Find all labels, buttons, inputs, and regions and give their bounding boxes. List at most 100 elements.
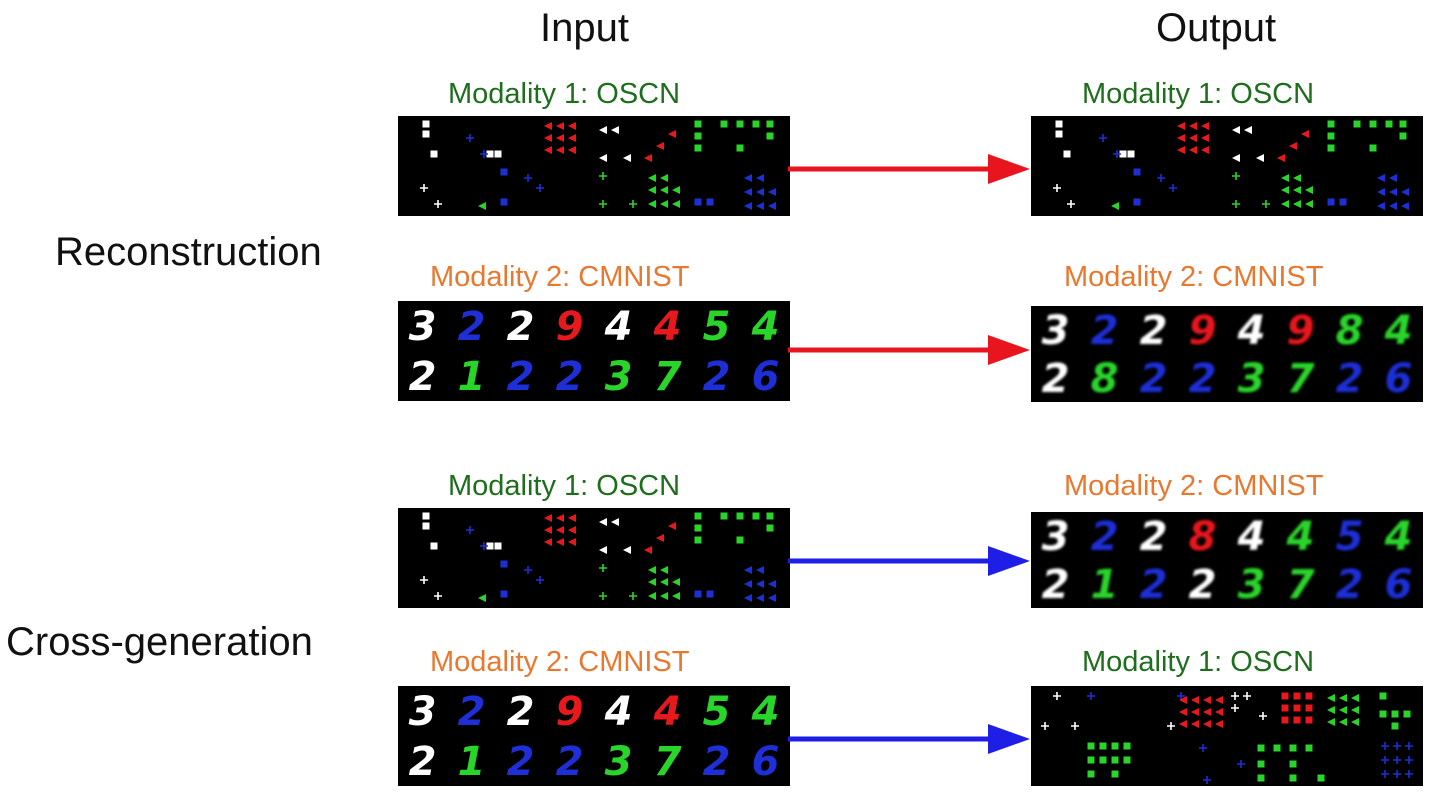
oscn-shape: [694, 524, 702, 532]
oscn-shape: [568, 122, 576, 130]
oscn-shape: [1381, 742, 1389, 750]
oscn-shape: [430, 542, 438, 550]
oscn-shape: [544, 146, 552, 154]
digit-glyph: 2: [1336, 562, 1364, 608]
digit-glyph: 2: [556, 354, 584, 400]
oscn-shape: [1293, 716, 1301, 724]
oscn-shape: [1305, 200, 1313, 208]
oscn-shape: [672, 186, 680, 194]
oscn-shape: [1243, 692, 1251, 700]
oscn-shape: [599, 564, 607, 572]
digit-glyph: 3: [605, 354, 633, 400]
digit-glyph: 4: [1384, 308, 1413, 354]
oscn-shape: [1327, 120, 1335, 128]
oscn-shape: [1087, 692, 1095, 700]
oscn-shape: [544, 122, 552, 130]
oscn-shape: [524, 566, 532, 574]
oscn-shape: [599, 546, 607, 554]
oscn-shape: [1201, 146, 1209, 154]
digit-glyph: 3: [1238, 562, 1266, 608]
digit-glyph: 2: [409, 354, 437, 400]
oscn-shape: [599, 172, 607, 180]
oscn-shape: [1133, 168, 1141, 176]
oscn-shape: [1123, 756, 1131, 764]
digit-glyph: 2: [1140, 514, 1168, 560]
oscn-shape: [1379, 692, 1387, 700]
oscn-shape: [1189, 146, 1197, 154]
oscn-shape: [1305, 744, 1313, 752]
digit-glyph: 2: [458, 304, 486, 350]
digit-glyph: 2: [458, 689, 486, 735]
oscn-shape: [1293, 692, 1301, 700]
oscn-shape: [1063, 150, 1071, 158]
oscn-shape: [1123, 742, 1131, 750]
oscn-input-image-cross: [398, 508, 790, 608]
oscn-shape: [568, 146, 576, 154]
oscn-shape: [1327, 694, 1335, 702]
oscn-shape: [1401, 202, 1409, 210]
oscn-shape: [1203, 708, 1211, 716]
oscn-shape: [744, 174, 752, 182]
oscn-shape: [660, 592, 668, 600]
reconstruction-arrow-2: [788, 335, 1030, 365]
digit-glyph: 2: [703, 354, 731, 400]
oscn-shape: [744, 188, 752, 196]
digit-glyph: 9: [556, 689, 584, 735]
oscn-shape: [766, 524, 774, 532]
digit-glyph: 2: [1091, 514, 1119, 560]
oscn-shape: [720, 120, 728, 128]
oscn-shape: [1099, 742, 1107, 750]
oscn-shape: [1405, 770, 1413, 778]
digit-glyph: 2: [507, 304, 535, 350]
oscn-shape: [736, 144, 744, 152]
digit-glyph: 3: [409, 304, 437, 350]
oscn-shape: [656, 534, 664, 542]
oscn-shape: [1289, 142, 1297, 150]
oscn-shape: [599, 154, 607, 162]
oscn-shape: [1405, 756, 1413, 764]
oscn-shape: [1339, 198, 1347, 206]
digit-glyph: 2: [1189, 562, 1217, 608]
digit-glyph: 2: [1140, 562, 1168, 608]
oscn-shape: [1393, 756, 1401, 764]
oscn-shape: [768, 188, 776, 196]
oscn-shape: [766, 512, 774, 520]
recon-input-cmnist-label: Modality 2: CMNIST: [430, 261, 690, 293]
oscn-shape: [556, 514, 564, 522]
oscn-shape: [1293, 704, 1301, 712]
oscn-shape: [744, 580, 752, 588]
oscn-shape: [1377, 188, 1385, 196]
oscn-shape: [756, 202, 764, 210]
oscn-shape: [434, 200, 442, 208]
oscn-shape: [466, 526, 474, 534]
digit-glyph: 6: [1385, 356, 1413, 402]
oscn-shape: [1369, 144, 1377, 152]
oscn-shape: [1237, 760, 1245, 768]
oscn-shape: [1305, 186, 1313, 194]
oscn-shape: [1393, 770, 1401, 778]
oscn-shape: [694, 198, 702, 206]
oscn-shape: [1215, 696, 1223, 704]
oscn-shape: [768, 594, 776, 602]
oscn-shape: [1293, 186, 1301, 194]
oscn-shape: [1071, 722, 1079, 730]
oscn-shape: [1203, 720, 1211, 728]
oscn-shape: [422, 130, 430, 138]
oscn-shape: [556, 146, 564, 154]
oscn-shape: [1189, 134, 1197, 142]
oscn-shape: [1391, 722, 1399, 730]
oscn-shape: [1293, 174, 1301, 182]
oscn-shape: [1111, 770, 1119, 778]
oscn-shape: [420, 576, 428, 584]
digit-glyph: 8: [1336, 308, 1364, 354]
oscn-shape: [736, 536, 744, 544]
oscn-shape: [694, 144, 702, 152]
oscn-shape: [1399, 120, 1407, 128]
oscn-input-image-reconstruction: [398, 116, 790, 216]
input-column-title: Input: [540, 6, 629, 50]
oscn-shape: [766, 132, 774, 140]
oscn-shape: [1385, 120, 1393, 128]
digit-glyph: 2: [1140, 356, 1168, 402]
oscn-shape: [1389, 174, 1397, 182]
